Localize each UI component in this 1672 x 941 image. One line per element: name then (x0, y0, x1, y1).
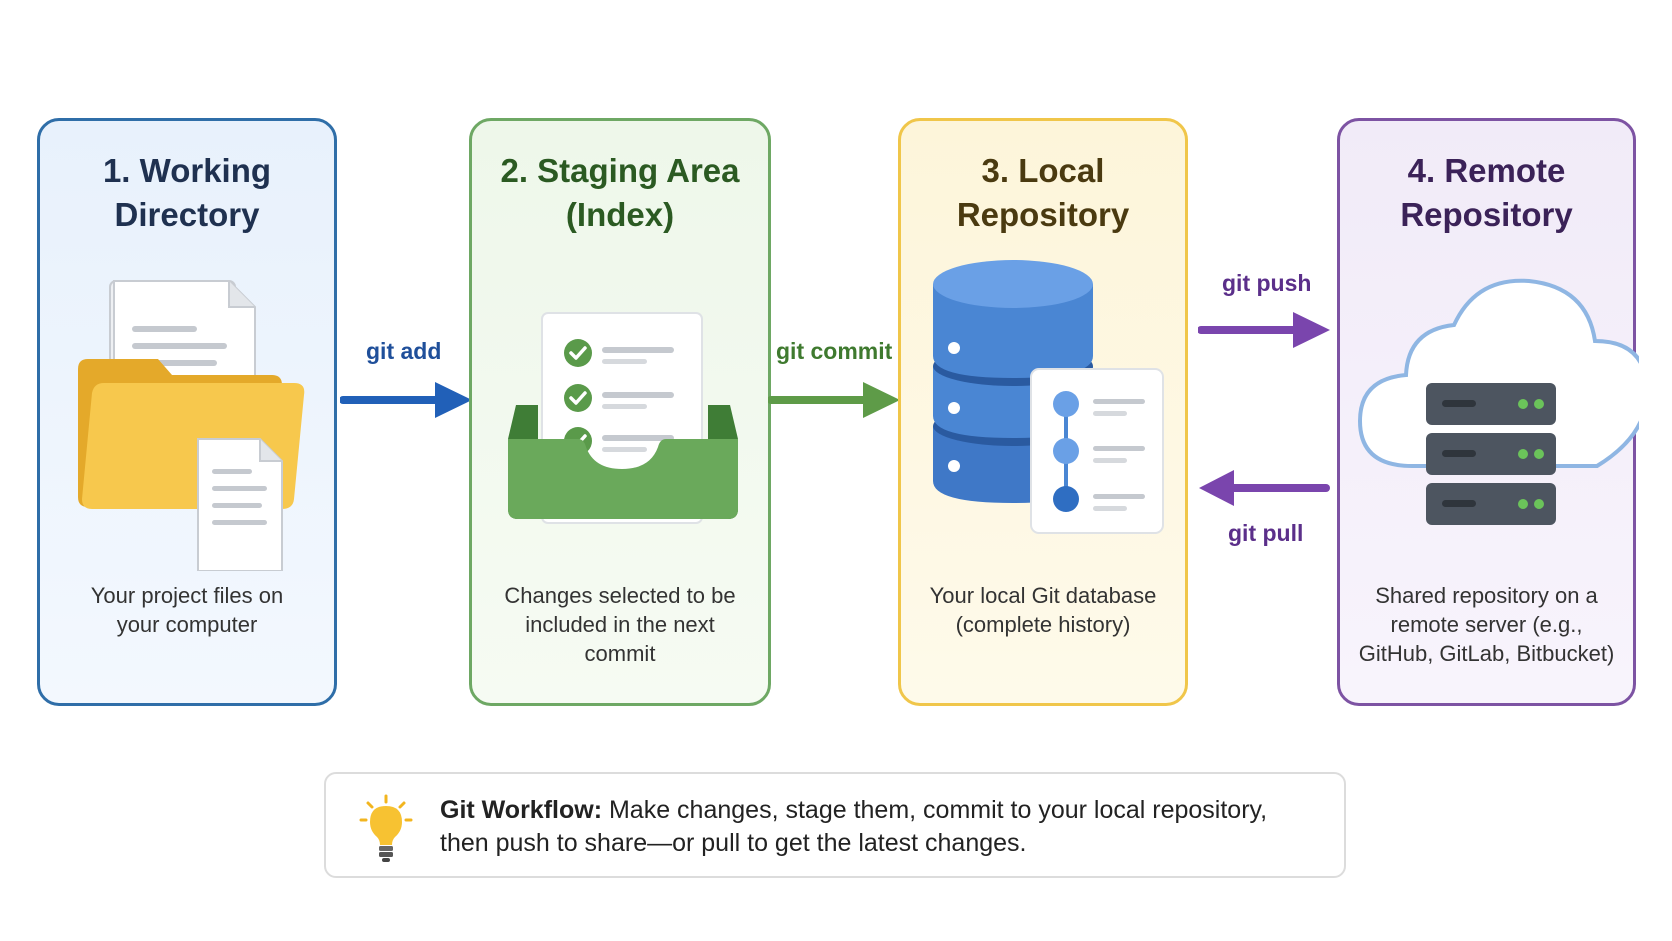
stage-description: Your project files on your computer (90, 583, 284, 637)
stage-title: 4. Remote Repository (1400, 152, 1573, 233)
stage-remote-repository: 4. Remote Repository Shared repository o… (1337, 118, 1639, 706)
stage-title: 3. Local Repository (956, 152, 1130, 233)
stage-working-directory: 1. Working Directory Your project files … (37, 118, 337, 706)
stage-title: 1. Working Directory (102, 152, 272, 233)
tip-body: Make changes, stage them, commit to your… (440, 796, 1268, 857)
workflow-tip-text: Git Workflow: Make changes, stage them, … (440, 794, 1314, 860)
git-commit-label: git commit (776, 338, 893, 364)
tip-label: Git Workflow: (440, 796, 603, 824)
git-pull-label: git pull (1228, 520, 1304, 546)
database-icon (933, 260, 1164, 534)
lightbulb-icon (359, 794, 413, 862)
stage-description: Shared repository on a remote server (e.… (1358, 583, 1615, 666)
stage-local-repository: 3. Local Repository Your local Git datab… (898, 118, 1188, 706)
cloud-server-icon (1357, 278, 1639, 525)
stage-description: Changes selected to be included in the n… (504, 583, 736, 666)
workflow-tip-box: Git Workflow: Make changes, stage them, … (324, 772, 1346, 878)
folder-icon (78, 280, 305, 571)
git-push-label: git push (1222, 270, 1312, 296)
git-push-arrow (1198, 312, 1330, 348)
git-commit-arrow (768, 382, 900, 418)
stage-title: 2. Staging Area (Index) (500, 152, 740, 233)
stage-staging-area: 2. Staging Area (Index) Changes selected… (469, 118, 771, 706)
git-add-label: git add (366, 338, 442, 364)
git-add-arrow (340, 382, 472, 418)
git-pull-arrow (1199, 470, 1330, 506)
inbox-checklist-icon (508, 312, 738, 524)
stage-description: Your local Git database (complete histor… (929, 583, 1157, 637)
